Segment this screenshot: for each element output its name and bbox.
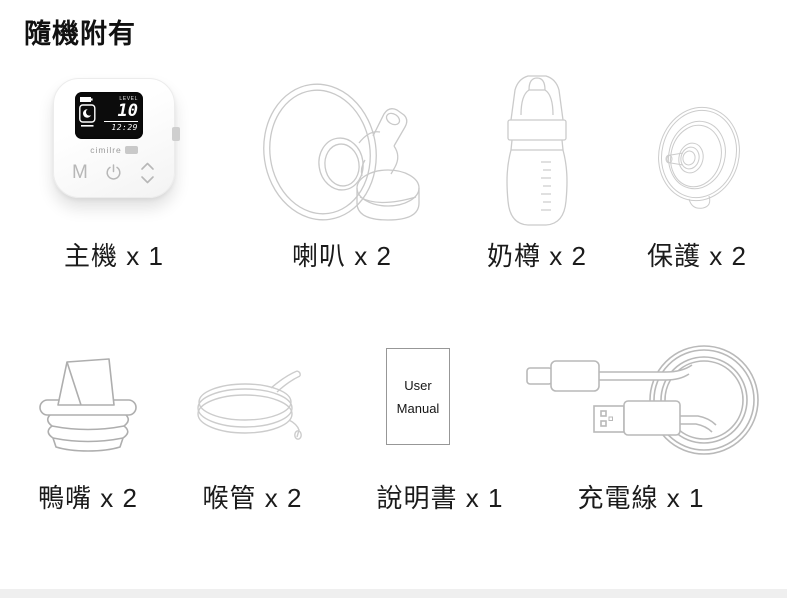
manual-booklet: User Manual [386, 348, 450, 445]
protector-drawing [658, 106, 740, 209]
item-flange: 喇叭 x 2 [252, 66, 432, 273]
item-bottle: 奶樽 x 2 [462, 66, 612, 273]
manual-line1: User [404, 377, 432, 393]
item-manual: User Manual 說明書 x 1 [352, 332, 528, 515]
flange-drawing [263, 83, 420, 221]
item-label-flange: 喇叭 x 2 [292, 241, 392, 271]
protector-image [622, 66, 772, 234]
duckbill-image [18, 332, 158, 472]
item-cable: 充電線 x 1 [516, 332, 766, 515]
bottle-drawing [506, 75, 568, 226]
item-label-tube: 喉管 x 2 [202, 483, 303, 513]
duckbill-drawing [39, 358, 137, 452]
lcd-separator [104, 121, 138, 122]
item-label-protector: 保護 x 2 [647, 241, 747, 271]
lcd-time: 12:29 [111, 123, 138, 132]
item-label-bottle: 奶樽 x 2 [487, 241, 587, 271]
lcd-left-icons [79, 96, 99, 139]
tube-image [180, 332, 325, 472]
lcd-screen: LEVEL 10 12:29 [75, 92, 143, 139]
massage-mode-icon [79, 104, 96, 127]
usb-c-connector [526, 360, 600, 392]
item-tube: 喉管 x 2 [180, 332, 325, 515]
tube-drawing [197, 370, 302, 440]
power-button[interactable] [105, 164, 122, 182]
usb-a-connector [593, 400, 681, 436]
manual-image: User Manual [352, 332, 528, 472]
battery-icon [80, 97, 93, 102]
item-label-main-unit: 主機 x 1 [64, 241, 164, 271]
footer-strip [0, 589, 787, 598]
brand-badge [124, 146, 138, 154]
mode-button[interactable]: M [72, 162, 88, 183]
item-label-manual: 說明書 x 1 [376, 483, 504, 513]
port-cover [172, 127, 180, 141]
lcd-level-label: LEVEL [119, 96, 138, 102]
cable-image [516, 332, 766, 472]
bottle-image [462, 66, 612, 234]
item-duckbill: 鴨嘴 x 2 [18, 332, 158, 515]
level-up-down-button[interactable] [139, 161, 156, 185]
item-label-cable: 充電線 x 1 [577, 483, 705, 513]
item-label-duckbill: 鴨嘴 x 2 [38, 483, 138, 513]
item-protector: 保護 x 2 [622, 66, 772, 273]
flange-image [252, 66, 432, 234]
pump-main-unit: LEVEL 10 12:29 cimilre M [53, 78, 180, 198]
item-main-unit: LEVEL 10 12:29 cimilre M [30, 66, 198, 273]
lcd-level-value: 10 [117, 101, 138, 121]
main-unit-image: LEVEL 10 12:29 cimilre M [30, 66, 198, 234]
manual-line2: Manual [396, 400, 440, 416]
cable-drawing [526, 345, 759, 455]
page-title: 隨機附有 [24, 19, 136, 49]
brand-text: cimilre [90, 145, 122, 155]
